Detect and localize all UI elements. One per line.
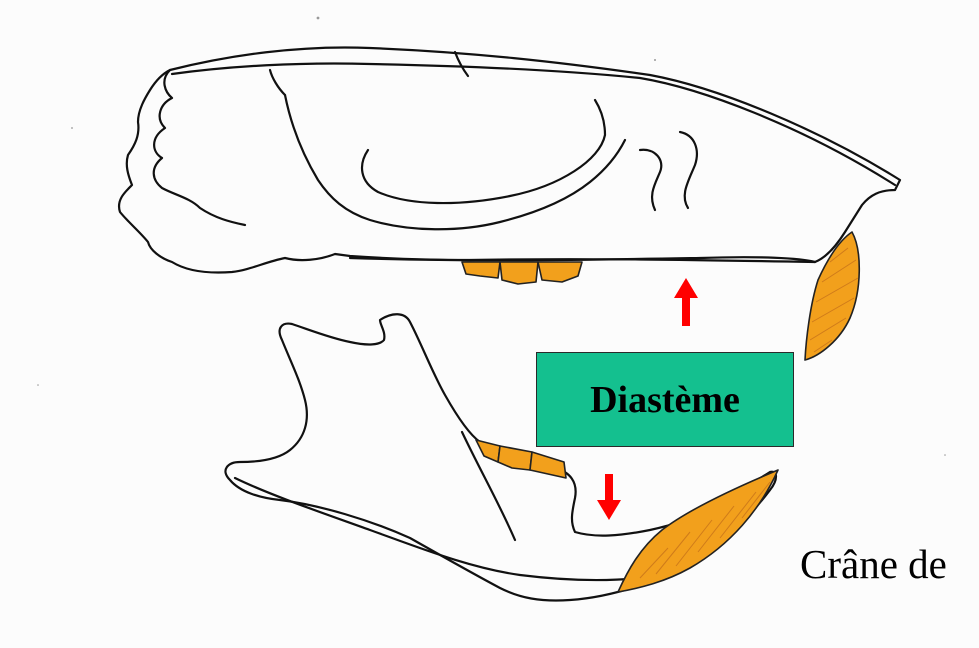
- diastema-label: Diastème: [590, 378, 740, 422]
- infraorbital-curl-1: [640, 150, 661, 210]
- diastema-label-box: Diastème: [536, 352, 794, 447]
- upper-incisor: [805, 232, 859, 360]
- zygomatic-arch: [285, 95, 625, 229]
- mandible-lower-curve: [235, 478, 640, 580]
- cranium-outline: [119, 47, 900, 272]
- upper-molar-1: [462, 262, 500, 278]
- upper-molar-3: [538, 262, 582, 282]
- arrow-up: [674, 278, 698, 326]
- lower-molar-2: [498, 446, 532, 470]
- lower-molar-1: [476, 440, 500, 462]
- cranium-top-suture: [172, 63, 895, 185]
- infraorbital-curl-2: [680, 132, 697, 208]
- cranium: [119, 47, 900, 272]
- cranium-suture-2: [455, 52, 468, 76]
- figure-caption: Crâne de: [800, 540, 947, 588]
- upper-molar-2: [500, 262, 538, 284]
- upper-molars: [462, 262, 582, 284]
- cranium-suture-1: [270, 70, 285, 95]
- orbit-curve: [362, 100, 605, 203]
- upper-incisor-shape: [805, 232, 859, 360]
- paper-specks: [37, 17, 946, 456]
- occipital-lobes: [154, 70, 245, 225]
- lower-molar-3: [530, 452, 566, 478]
- arrow-down: [597, 474, 621, 520]
